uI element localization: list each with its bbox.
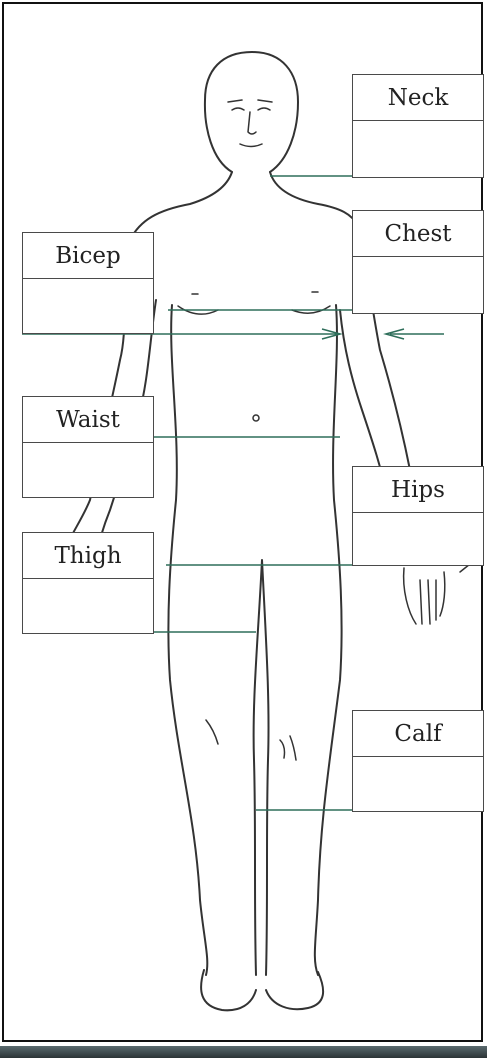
calf-label: Calf [353, 711, 483, 757]
inner-legs-outline [254, 560, 269, 975]
calf-value-field[interactable] [353, 757, 483, 811]
neck-value-field[interactable] [353, 121, 483, 177]
bottom-edge-bar [0, 1046, 487, 1058]
right-hand-outline [404, 564, 470, 624]
hips-value-field[interactable] [353, 513, 483, 565]
thigh-value-field[interactable] [23, 579, 153, 633]
thigh-label: Thigh [23, 533, 153, 579]
waist-label: Waist [23, 397, 153, 443]
thigh-box: Thigh [22, 532, 154, 634]
bicep-box: Bicep [22, 232, 154, 334]
neck-label: Neck [353, 75, 483, 121]
feet-outline [201, 970, 323, 1010]
chest-box: Chest [352, 210, 484, 314]
face-features [228, 100, 272, 147]
hips-box: Hips [352, 466, 484, 566]
navel [253, 415, 259, 421]
waist-value-field[interactable] [23, 443, 153, 497]
chest-value-field[interactable] [353, 257, 483, 313]
chest-label: Chest [353, 211, 483, 257]
neck-box: Neck [352, 74, 484, 178]
neck-outline [130, 172, 358, 240]
pectoral-lines [178, 292, 330, 314]
bicep-label: Bicep [23, 233, 153, 279]
head-outline [205, 52, 298, 172]
calf-box: Calf [352, 710, 484, 812]
waist-box: Waist [22, 396, 154, 498]
hips-label: Hips [353, 467, 483, 513]
bicep-value-field[interactable] [23, 279, 153, 333]
knee-marks [206, 720, 296, 760]
